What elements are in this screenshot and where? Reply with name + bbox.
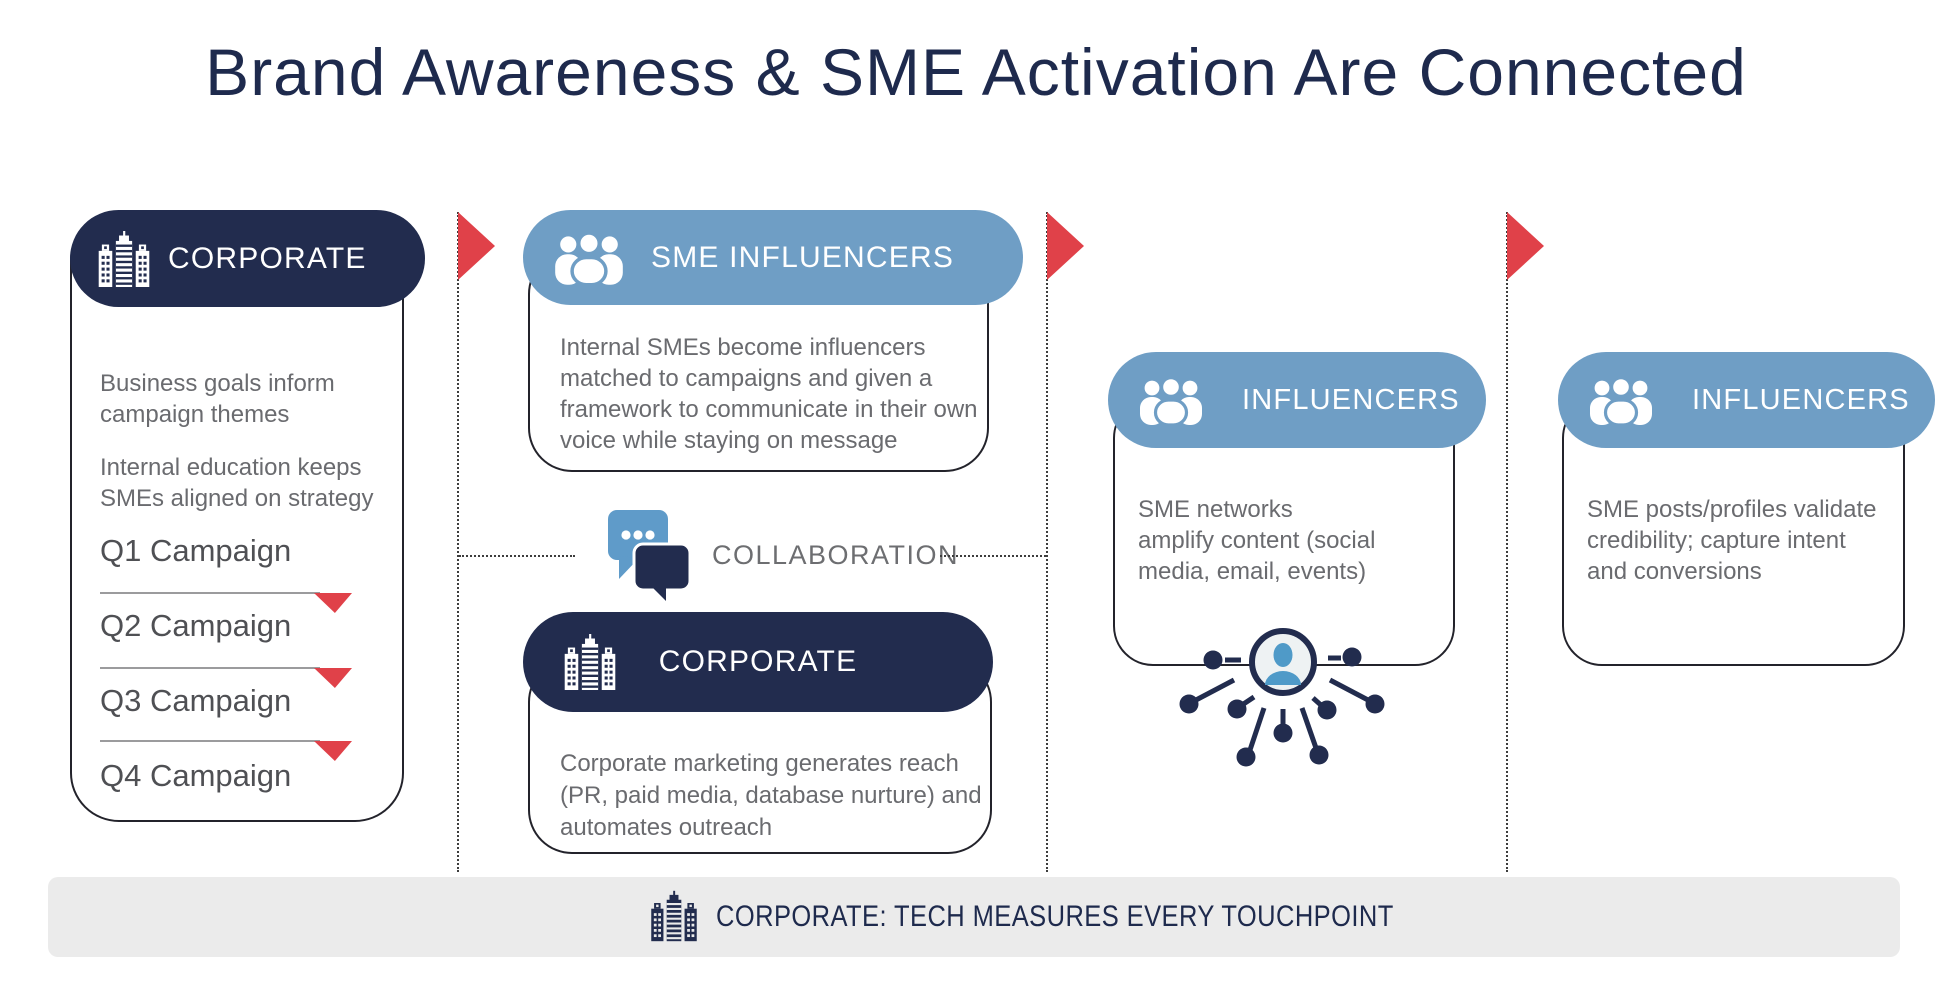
influencers-amplify-line2: amplify content (social	[1138, 527, 1376, 554]
influencers-validate-line2: credibility; capture intent	[1587, 527, 1846, 554]
corp-marketing-line2: (PR, paid media, database nurture) and	[560, 782, 982, 809]
sme-influencers-header: SME INFLUENCERS	[523, 210, 1023, 305]
dotted-connector-line	[1506, 212, 1508, 872]
campaign-q4-label: Q4 Campaign	[100, 758, 292, 793]
corporate-panel-box	[70, 212, 404, 822]
campaign-separator	[100, 740, 320, 742]
influencers-validate-header-label: INFLUENCERS	[1692, 383, 1910, 416]
campaign-q2-label: Q2 Campaign	[100, 608, 292, 643]
campaign-q1-label: Q1 Campaign	[100, 533, 292, 568]
red-arrow-icon	[458, 212, 495, 280]
corporate-para1-line1: Business goals inform	[100, 370, 335, 397]
network-hub-icon	[1179, 628, 1385, 767]
page-title: Brand Awareness & SME Activation Are Con…	[205, 35, 1747, 109]
collaboration-label: COLLABORATION	[712, 540, 960, 570]
footer-bar	[48, 877, 1900, 957]
chat-bubbles-icon	[608, 510, 692, 601]
corporate-marketing-header: CORPORATE	[523, 612, 993, 712]
corporate-para1-line2: campaign themes	[100, 401, 290, 428]
building-icon	[648, 888, 700, 944]
dotted-connector-line	[457, 212, 459, 872]
corporate-marketing-header-label: CORPORATE	[658, 645, 858, 678]
footer-label: CORPORATE: TECH MEASURES EVERY TOUCHPOIN…	[716, 900, 1394, 933]
red-arrow-icon	[1507, 212, 1544, 280]
dotted-connector-line	[940, 555, 1046, 557]
influencers-amplify-line3: media, email, events)	[1138, 558, 1367, 585]
corp-marketing-line3: automates outreach	[560, 814, 773, 841]
people-icon	[1588, 375, 1654, 425]
red-arrow-icon	[1047, 212, 1084, 280]
campaign-q3-label: Q3 Campaign	[100, 683, 292, 718]
people-icon	[1138, 375, 1204, 425]
influencers-validate-line1: SME posts/profiles validate	[1587, 496, 1877, 523]
corporate-header-label: CORPORATE	[168, 241, 367, 275]
influencers-amplify-line1: SME networks	[1138, 496, 1293, 523]
campaign-separator	[100, 592, 320, 594]
sme-body-line4: voice while staying on message	[560, 427, 898, 454]
sme-influencers-header-label: SME INFLUENCERS	[651, 240, 955, 274]
corp-marketing-line1: Corporate marketing generates reach	[560, 750, 959, 777]
sme-body-line2: matched to campaigns and given a	[560, 365, 933, 392]
influencers-amplify-header-label: INFLUENCERS	[1242, 383, 1460, 416]
corporate-para2-line2: SMEs aligned on strategy	[100, 485, 374, 512]
sme-body-line3: framework to communicate in their own	[560, 396, 978, 423]
building-icon	[95, 231, 153, 287]
dotted-connector-line	[1046, 212, 1048, 872]
people-icon	[553, 230, 625, 285]
sme-body-line1: Internal SMEs become influencers	[560, 334, 926, 361]
corporate-para2-line1: Internal education keeps	[100, 454, 362, 481]
dotted-connector-line	[459, 555, 575, 557]
influencers-amplify-header: INFLUENCERS	[1108, 352, 1486, 448]
influencers-validate-header: INFLUENCERS	[1558, 352, 1935, 448]
campaign-separator	[100, 667, 320, 669]
influencers-validate-line3: and conversions	[1587, 558, 1762, 585]
building-icon	[561, 634, 619, 690]
corporate-panel-header: CORPORATE	[70, 210, 425, 307]
